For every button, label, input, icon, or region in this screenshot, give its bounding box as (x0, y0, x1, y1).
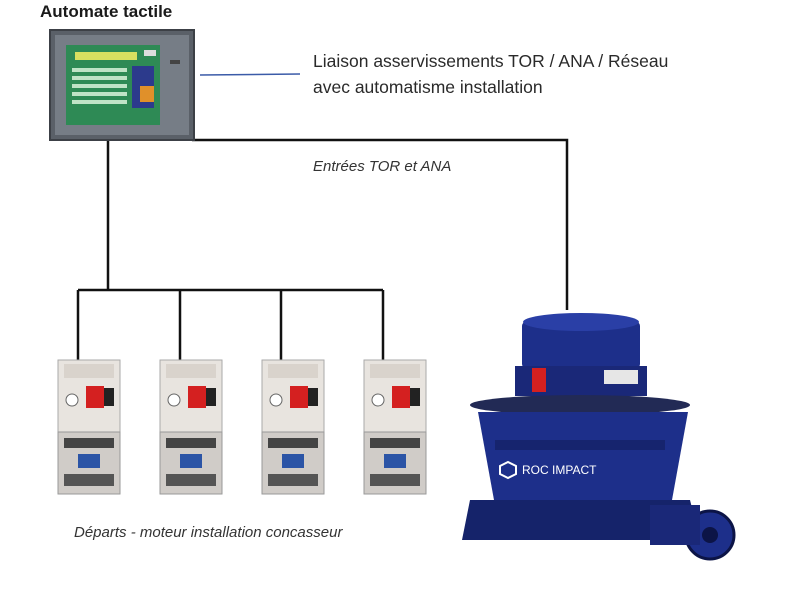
motor-starter-1 (57, 359, 121, 495)
crusher-input-wire (192, 138, 569, 310)
inputs-label: Entrées TOR et ANA (313, 158, 452, 175)
touch-plc-title: Automate tactile (40, 2, 173, 21)
crusher-brand-text: ROC IMPACT (522, 463, 597, 477)
link-description: Liaison asservissements TOR / ANA / Rése… (313, 48, 668, 100)
motor-starters-label: Départs - moteur installation concasseur (74, 524, 343, 541)
motor-starter-3 (261, 359, 325, 495)
wires (76, 138, 569, 360)
motor-starter-2 (159, 359, 223, 495)
link-description-line1: Liaison asservissements TOR / ANA / Rése… (313, 51, 669, 71)
motor-starters (57, 359, 427, 495)
motor-starter-4 (363, 359, 427, 495)
network-link-line (199, 73, 301, 76)
touch-panel-image (49, 29, 195, 141)
link-description-line2: avec automatisme installation (313, 77, 543, 97)
cone-crusher-image: ROC IMPACT (462, 313, 736, 561)
